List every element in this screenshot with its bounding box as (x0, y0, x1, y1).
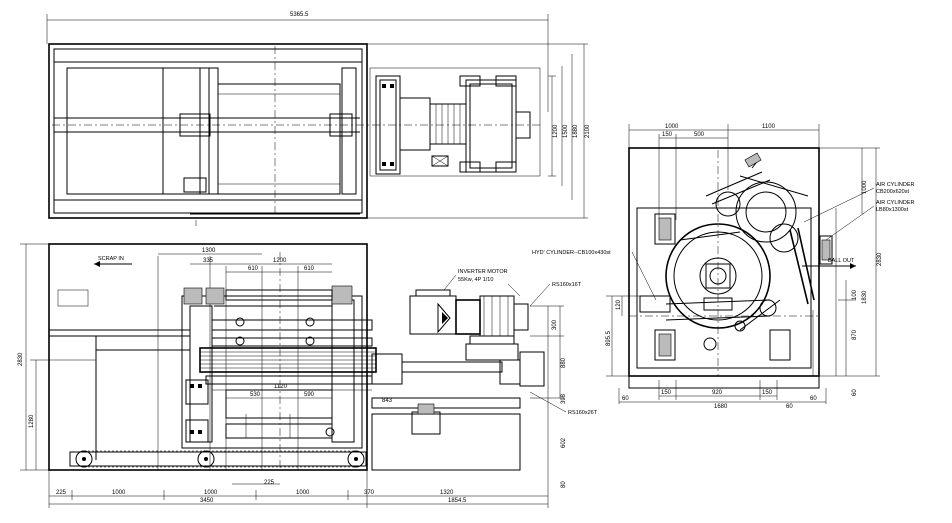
label-scrap-in: SCRAP IN (98, 256, 124, 262)
label-air-cyl-1-spec: CB200x620st (876, 189, 909, 195)
label-air-cyl-2: AIR CYLINDER (876, 200, 915, 206)
dim-590: 590 (304, 392, 315, 398)
front-view: SCRAP IN (18, 243, 598, 508)
dim-80-front: 80 (561, 481, 567, 488)
dim-1100: 1100 (762, 124, 776, 130)
dim-1280: 1280 (29, 414, 35, 428)
dim-300: 300 (552, 319, 558, 330)
dim-1000-c: 1000 (296, 490, 310, 496)
dim-1300: 1300 (202, 248, 216, 254)
side-view: 1000 1100 150 500 (532, 124, 915, 410)
dim-1000-side-right: 1000 (862, 180, 868, 194)
label-air-cyl-1: AIR CYLINDER (876, 182, 915, 188)
dim-150-b: 150 (762, 390, 773, 396)
dim-60-a: 60 (622, 396, 629, 402)
dim-2830-side: 2830 (877, 252, 883, 266)
dim-920: 920 (712, 390, 723, 396)
dim-1680: 1680 (714, 404, 728, 410)
label-inverter-motor: INVERTER MOTOR (458, 269, 508, 275)
dim-2830-left: 2830 (18, 352, 24, 366)
dim-1200: 1200 (553, 124, 559, 138)
top-view: 5365.5 (46, 12, 591, 226)
dim-500: 500 (694, 132, 705, 138)
dim-870: 870 (852, 329, 858, 340)
dim-1500: 1500 (563, 124, 569, 138)
dim-843: 843 (382, 398, 393, 404)
dim-60-right: 60 (852, 389, 858, 396)
label-rs160x16t: RS160x16T (552, 282, 582, 288)
dim-1320: 1320 (440, 490, 454, 496)
dim-1000-b: 1000 (204, 490, 218, 496)
dim-335: 335 (203, 258, 214, 264)
dim-370: 370 (364, 490, 375, 496)
dim-1120: 1120 (274, 384, 288, 390)
dim-895: 895.5 (606, 330, 612, 346)
dim-610-a: 610 (248, 266, 259, 272)
dim-530: 530 (250, 392, 261, 398)
dim-225-a: 225 (56, 490, 67, 496)
dim-1200: 1200 (273, 258, 287, 264)
label-ball-out: BALL OUT (828, 258, 855, 264)
dim-1000-side-top: 1000 (665, 124, 679, 130)
dim-1000-a: 1000 (112, 490, 126, 496)
dim-398: 398 (561, 393, 567, 404)
dim-225-b: 225 (264, 480, 275, 486)
dim-3450: 3450 (200, 498, 214, 504)
dim-1880: 1880 (573, 124, 579, 138)
dim-150-top: 150 (662, 132, 673, 138)
dim-150-a: 150 (661, 390, 672, 396)
dim-1854: 1854.5 (448, 498, 467, 504)
dim-610-b: 610 (304, 266, 315, 272)
dim-880: 880 (561, 357, 567, 368)
dim-2100: 2100 (585, 124, 591, 138)
dim-60-c: 60 (786, 404, 793, 410)
dim-100: 100 (852, 289, 858, 300)
label-air-cyl-2-spec: LB80x1300st (876, 207, 909, 213)
dim-120: 120 (616, 299, 622, 310)
label-hyd-cyl: HYD' CYLINDER--CB100x430st (532, 250, 611, 256)
dim-602: 602 (561, 437, 567, 448)
label-rs160x26t: RS160x26T (568, 410, 598, 416)
label-motor-spec: 55Kw, 4P 1/10 (458, 277, 493, 283)
dim-1830: 1830 (862, 290, 868, 304)
dim-5365: 5365.5 (290, 12, 309, 18)
top-main-frame (48, 43, 368, 219)
front-main-frame (48, 243, 368, 471)
dim-60-b: 60 (810, 396, 817, 402)
